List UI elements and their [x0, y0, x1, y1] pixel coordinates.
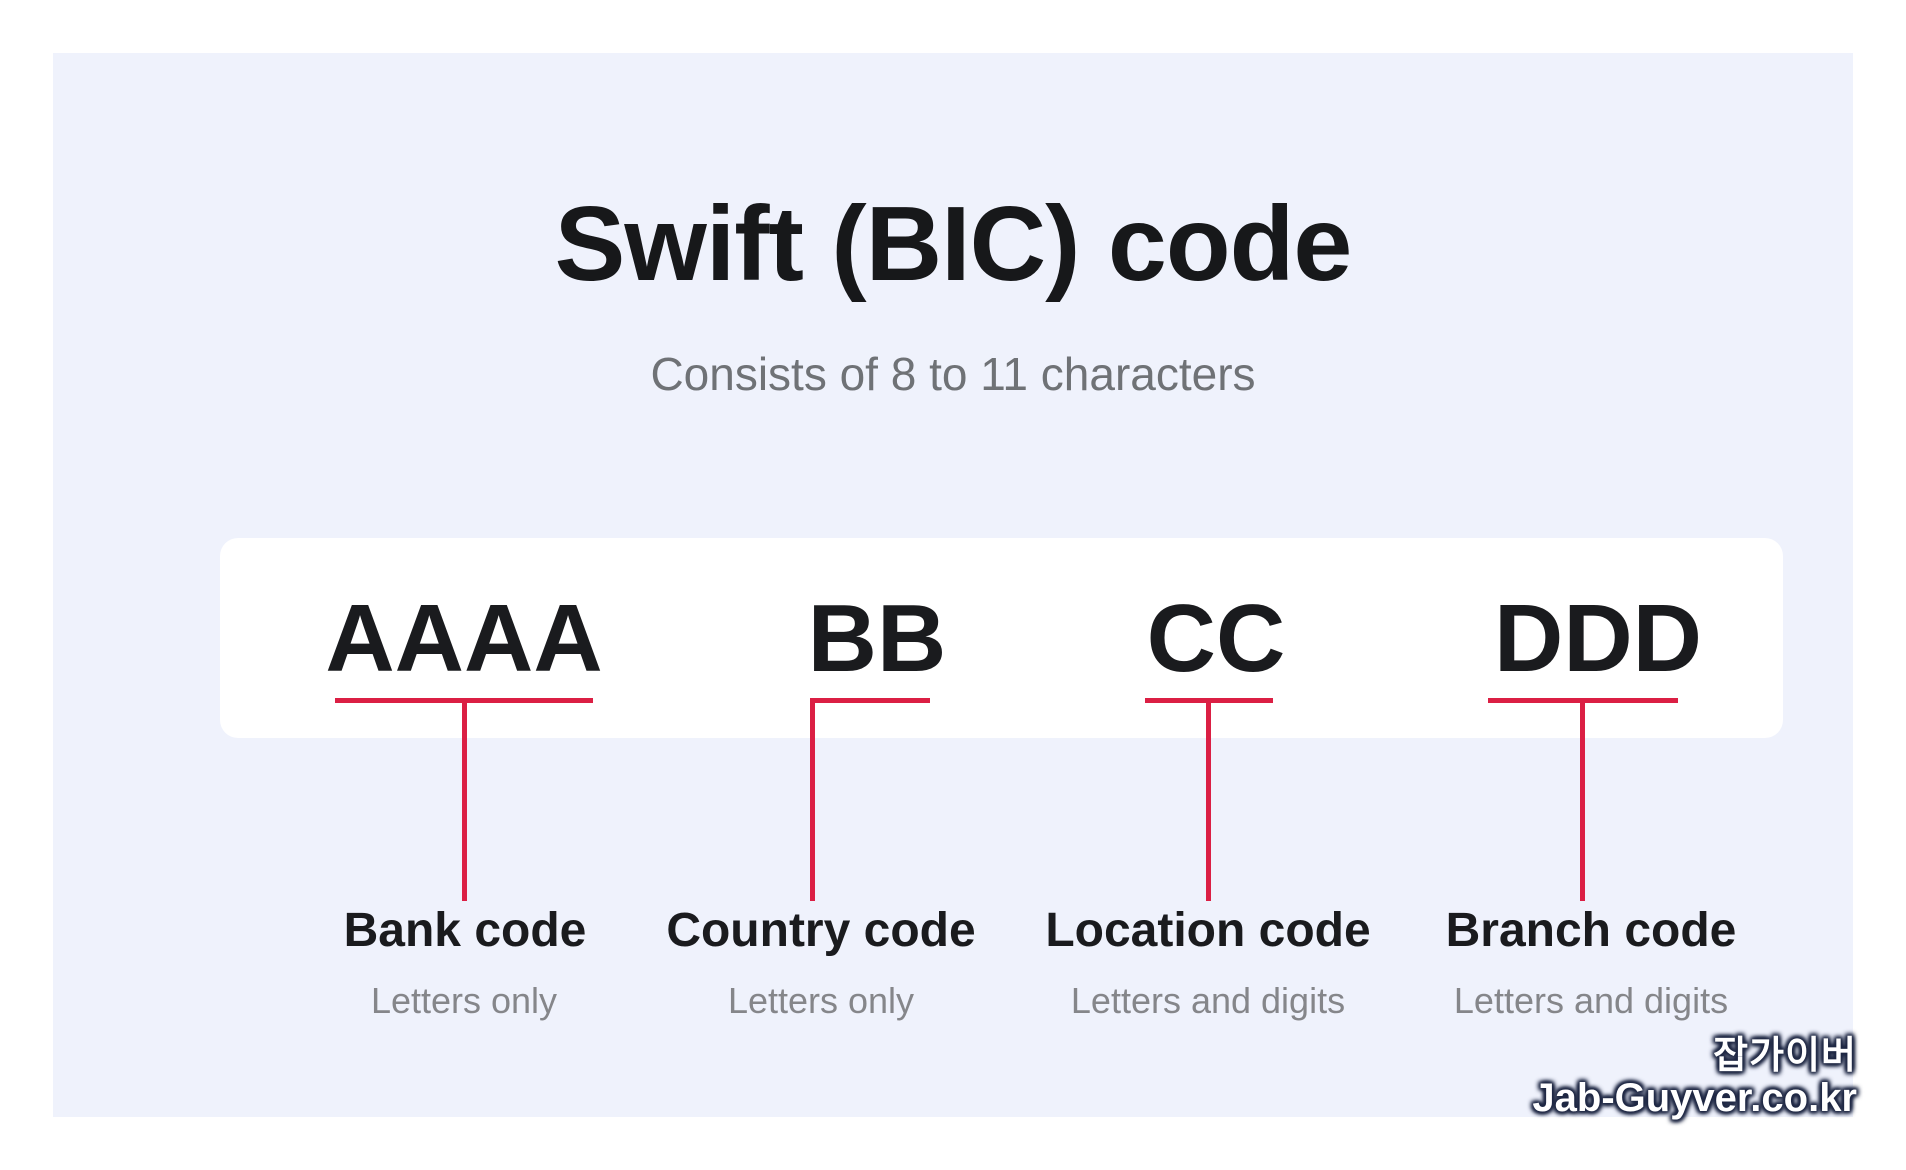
note-branch-code: Letters and digits [1453, 980, 1729, 1021]
label-location-code: Location code [1045, 904, 1371, 957]
connector-line-country [810, 702, 815, 901]
connector-line-bank [462, 702, 467, 901]
page-title: Swift (BIC) code [554, 185, 1353, 303]
underline-bank [335, 698, 593, 703]
connector-line-branch [1580, 702, 1585, 901]
site-watermark: 잡가이버 Jab-Guyver.co.kr [1532, 1035, 1857, 1121]
code-letters-country: BB [807, 585, 947, 692]
infographic-panel: Swift (BIC) code Consists of 8 to 11 cha… [53, 53, 1853, 1117]
underline-branch [1488, 698, 1678, 703]
label-country-code: Country code [666, 904, 976, 957]
note-country-code: Letters only [727, 980, 915, 1021]
label-branch-code: Branch code [1445, 904, 1737, 957]
code-letters-bank: AAAA [325, 585, 603, 692]
page-subtitle: Consists of 8 to 11 characters [650, 348, 1256, 400]
code-letters-branch: DDD [1494, 585, 1702, 692]
underline-country [810, 698, 930, 703]
code-letters-location: CC [1146, 585, 1286, 692]
underline-location [1145, 698, 1273, 703]
swift-code-card [220, 538, 1783, 738]
watermark-korean-text: 잡가이버 [1713, 1035, 1857, 1077]
note-bank-code: Letters only [370, 980, 558, 1021]
watermark-url-text: Jab-Guyver.co.kr [1532, 1076, 1857, 1121]
connector-line-location [1206, 702, 1211, 901]
note-location-code: Letters and digits [1070, 980, 1346, 1021]
label-bank-code: Bank code [343, 904, 587, 957]
